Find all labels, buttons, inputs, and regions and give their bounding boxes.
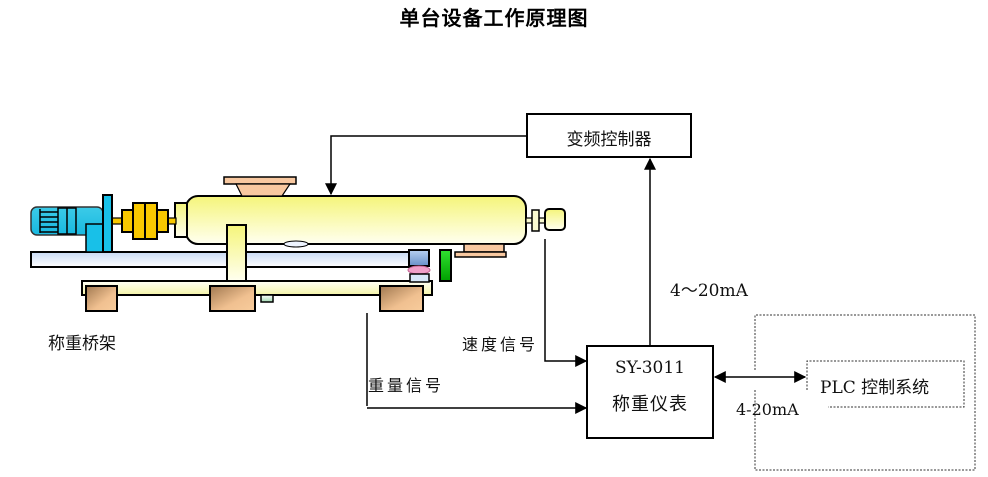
weighing-feeder-machine xyxy=(30,176,566,312)
load-cell-base xyxy=(409,273,430,283)
load-cell-top xyxy=(408,249,430,267)
vfd-controller-box xyxy=(526,113,692,158)
vfd-controller-label: 变频控制器 xyxy=(566,130,652,150)
motor-fins-icon xyxy=(39,209,58,233)
drum-bottom-bulge xyxy=(283,240,309,248)
outlet-flange xyxy=(454,251,507,258)
drum-left-cap xyxy=(174,202,188,238)
instrument-model-label: SY-3011 xyxy=(614,358,685,378)
diagram-title: 单台设备工作原理图 xyxy=(399,6,589,30)
inlet-hopper xyxy=(235,183,292,197)
plc-inner-dotted-frame xyxy=(806,360,965,408)
frame-foot-middle xyxy=(209,285,256,312)
speed-signal-label: 速度信号 xyxy=(462,335,539,354)
frame-small-block xyxy=(260,294,274,303)
speed-signal-line xyxy=(544,239,588,367)
load-cell-pad xyxy=(407,265,431,275)
scale-frame-base xyxy=(81,280,433,296)
scale-frame-label: 称重桥架 xyxy=(48,334,116,354)
plc-outer-dotted-frame xyxy=(754,314,976,471)
plc-current-label: 4-20mA xyxy=(736,400,799,419)
tail-wheel xyxy=(544,208,566,231)
gearbox-plate xyxy=(102,194,113,253)
tail-bearing xyxy=(531,209,540,232)
instrument-name-label: 称重仪表 xyxy=(612,394,688,415)
current-signal-label: 4～20mA xyxy=(670,281,748,301)
frame-foot-right xyxy=(379,285,424,312)
inlet-hopper-flange xyxy=(223,176,297,185)
speed-sensor xyxy=(439,249,452,282)
weighing-instrument-box xyxy=(586,345,714,439)
vfd-control-line xyxy=(325,135,527,196)
weight-signal-label: 重量信号 xyxy=(368,376,445,395)
rail-beam xyxy=(30,251,412,268)
plc-system-label: PLC 控制系统 xyxy=(820,378,930,398)
outlet-neck xyxy=(463,243,505,253)
frame-foot-left xyxy=(85,285,118,312)
support-column xyxy=(226,224,247,282)
